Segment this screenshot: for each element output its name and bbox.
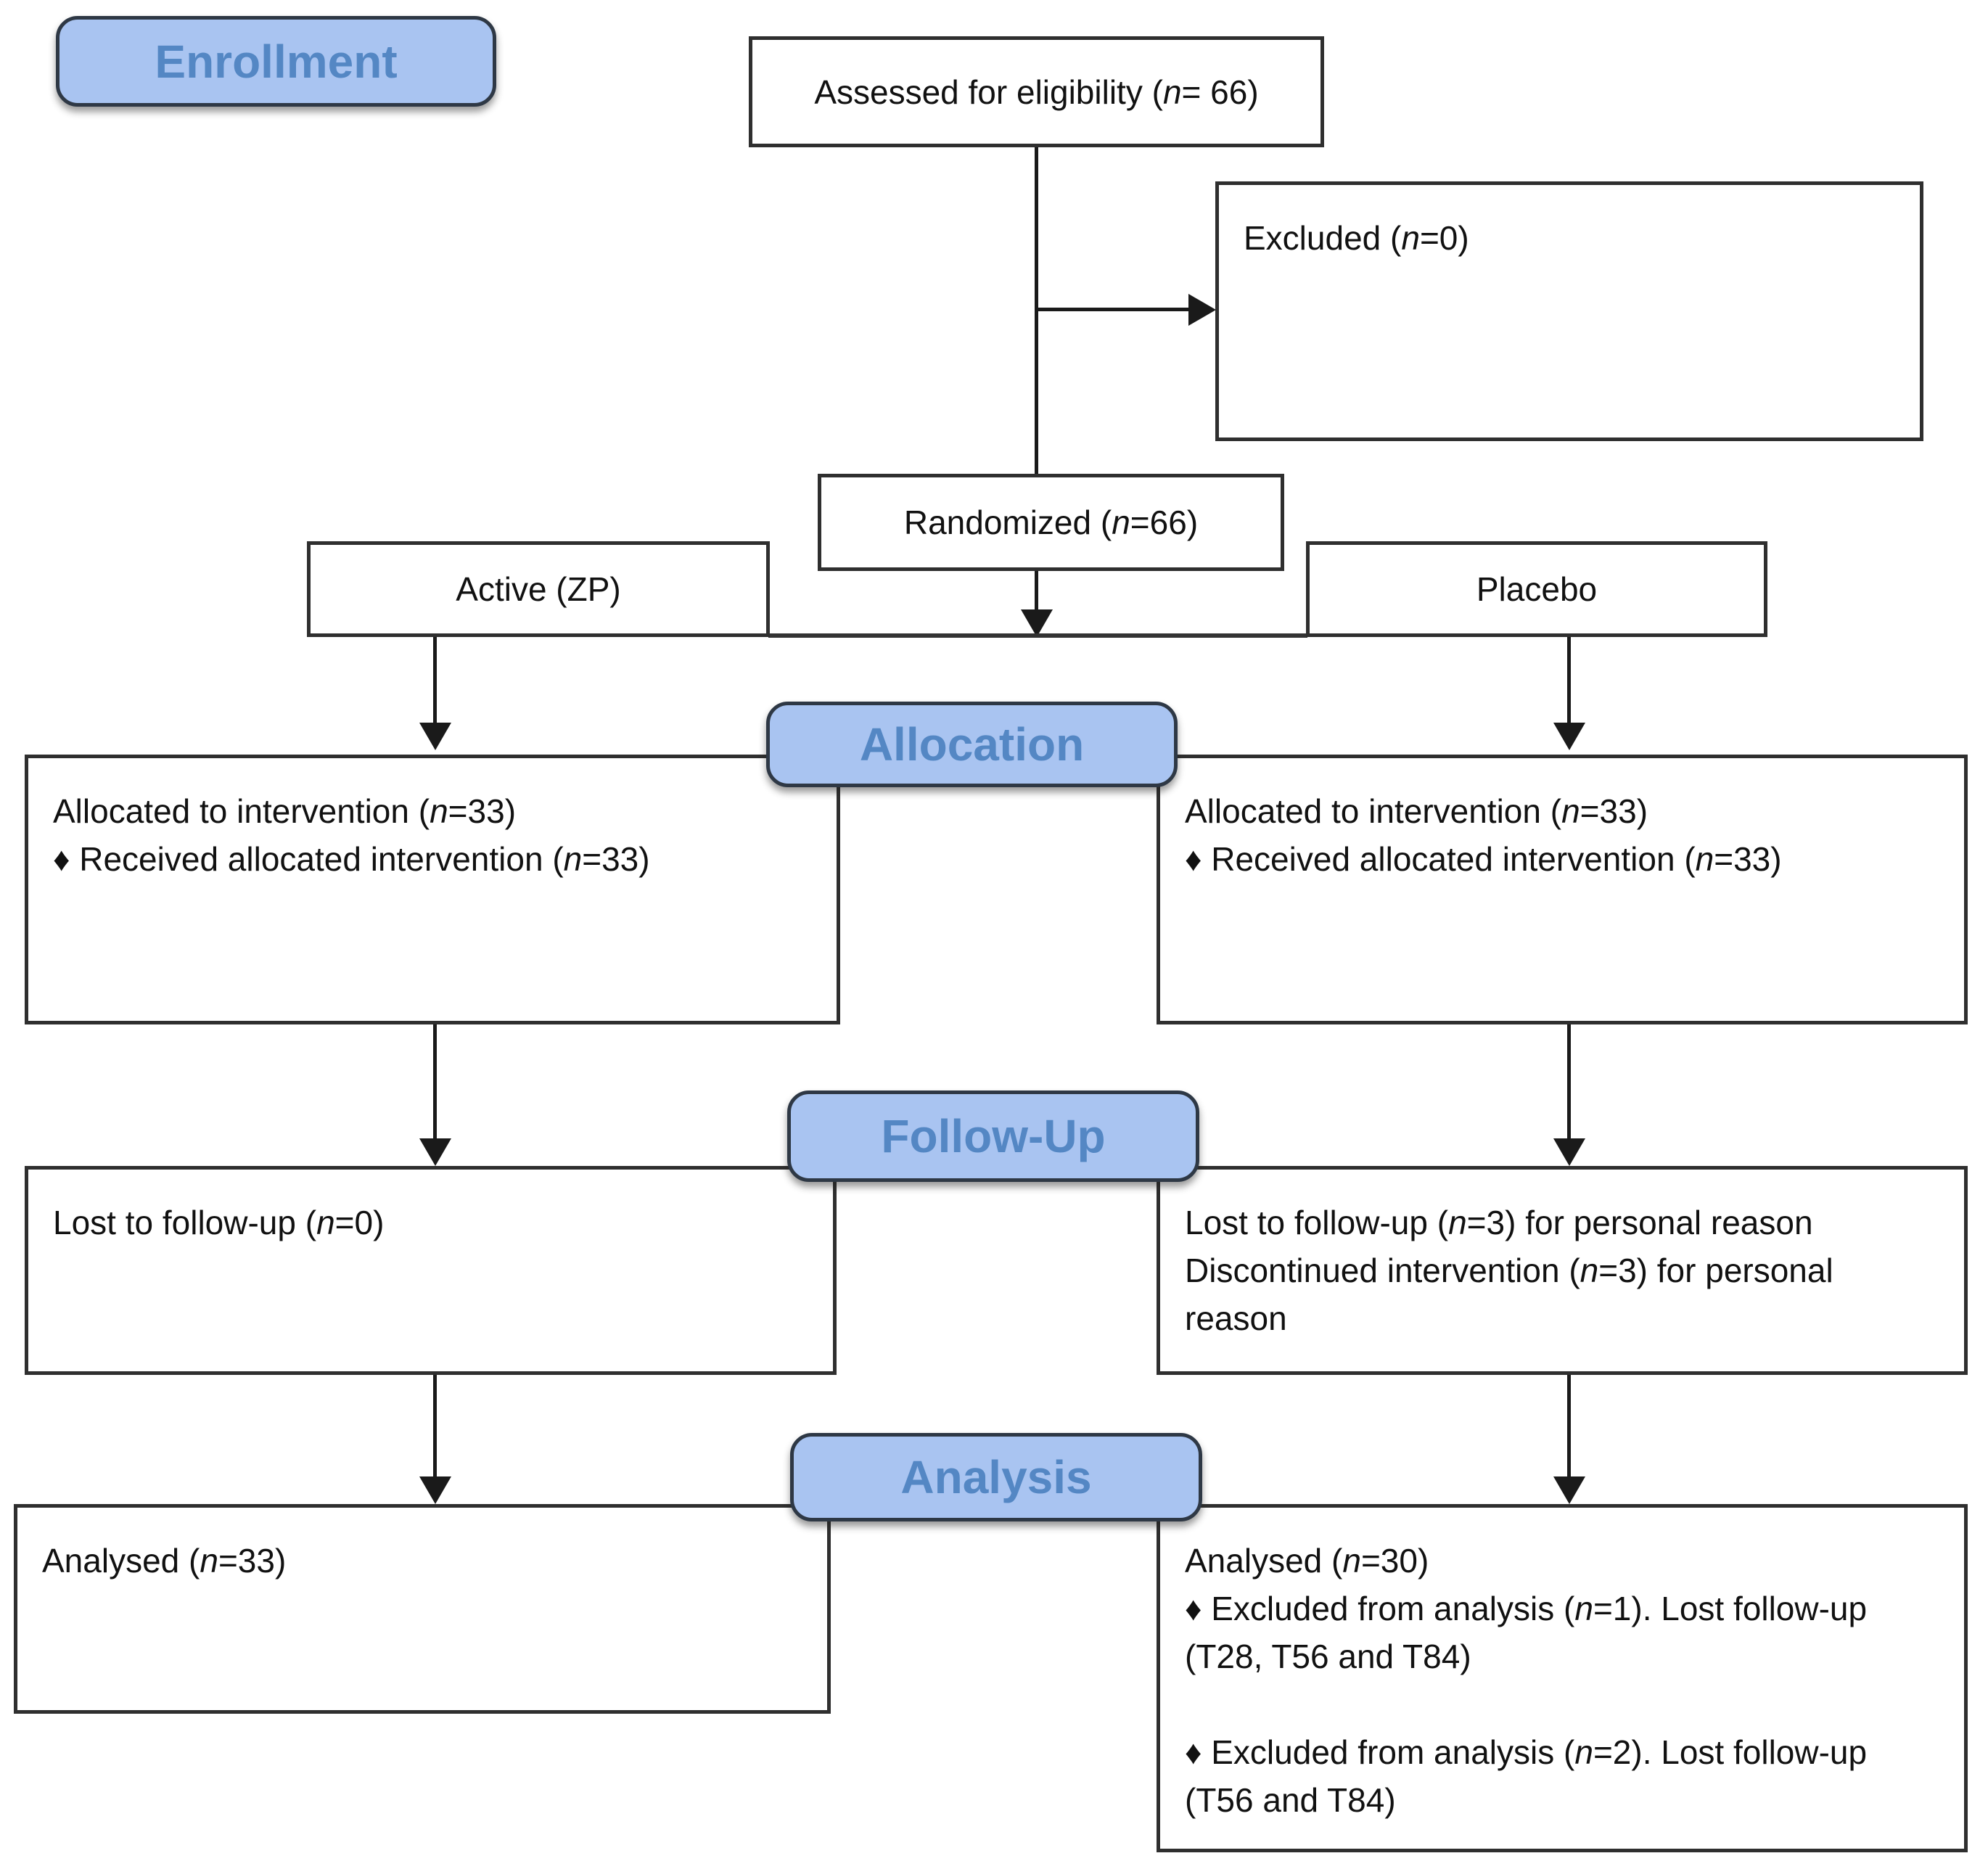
line-assessed-to-randomized (1035, 147, 1038, 475)
placebo-arm-box: Placebo (1306, 541, 1767, 637)
arrowhead-into-allocation-left (419, 723, 451, 750)
active-arm-text: Active (ZP) (456, 570, 621, 608)
allocation-right-text: Allocated to intervention (n=33)♦ Receiv… (1185, 792, 1782, 878)
allocation-right-box: Allocated to intervention (n=33)♦ Receiv… (1157, 755, 1968, 1024)
arrowhead-into-allocation-right (1553, 723, 1585, 750)
allocation-left-box: Allocated to intervention (n=33)♦ Receiv… (25, 755, 840, 1024)
analysis-header: Analysis (790, 1433, 1202, 1521)
enrollment-header-label: Enrollment (155, 35, 398, 88)
allocation-header-label: Allocation (859, 718, 1085, 771)
placebo-arm-text: Placebo (1476, 570, 1598, 608)
active-arm-box: Active (ZP) (307, 541, 770, 637)
followup-left-text: Lost to follow-up (n=0) (53, 1204, 385, 1241)
arrowhead-into-followup-right (1553, 1138, 1585, 1166)
randomized-box: Randomized (n=66) (818, 474, 1284, 571)
arrowhead-into-excluded (1188, 294, 1216, 326)
line-active-exit (433, 637, 437, 724)
analysis-header-label: Analysis (900, 1451, 1092, 1503)
line-randomized-exit (1035, 570, 1038, 612)
allocation-header: Allocation (766, 702, 1178, 787)
followup-right-text: Lost to follow-up (n=3) for personal rea… (1185, 1204, 1833, 1337)
allocation-left-text: Allocated to intervention (n=33)♦ Receiv… (53, 792, 650, 878)
line-followup-left-exit (433, 1375, 437, 1479)
analysis-right-text: Analysed (n=30)♦ Excluded from analysis … (1185, 1542, 1868, 1819)
arrowhead-into-analysis-left (419, 1476, 451, 1504)
line-allocation-left-exit (433, 1024, 437, 1142)
analysis-right-box: Analysed (n=30)♦ Excluded from analysis … (1157, 1504, 1968, 1852)
excluded-box-text: Excluded (n=0) (1244, 219, 1469, 257)
line-followup-right-exit (1567, 1375, 1571, 1479)
assessed-box: Assessed for eligibility (n= 66) (749, 36, 1324, 147)
enrollment-header: Enrollment (56, 16, 496, 107)
line-arm-connector (768, 633, 1307, 638)
followup-right-box: Lost to follow-up (n=3) for personal rea… (1157, 1166, 1968, 1375)
excluded-box: Excluded (n=0) (1215, 181, 1923, 441)
assessed-box-text: Assessed for eligibility (n= 66) (814, 73, 1259, 111)
arrowhead-randomized-to-arms (1021, 609, 1053, 637)
followup-header-label: Follow-Up (881, 1110, 1106, 1162)
followup-header: Follow-Up (787, 1090, 1199, 1182)
followup-left-box: Lost to follow-up (n=0) (25, 1166, 837, 1375)
line-placebo-exit (1567, 637, 1571, 724)
line-excluded-branch (1035, 308, 1190, 311)
analysis-left-box: Analysed (n=33) (14, 1504, 831, 1714)
randomized-box-text: Randomized (n=66) (903, 504, 1199, 541)
analysis-left-text: Analysed (n=33) (42, 1542, 287, 1580)
arrowhead-into-followup-left (419, 1138, 451, 1166)
arrowhead-into-analysis-right (1553, 1476, 1585, 1504)
line-allocation-right-exit (1567, 1024, 1571, 1142)
